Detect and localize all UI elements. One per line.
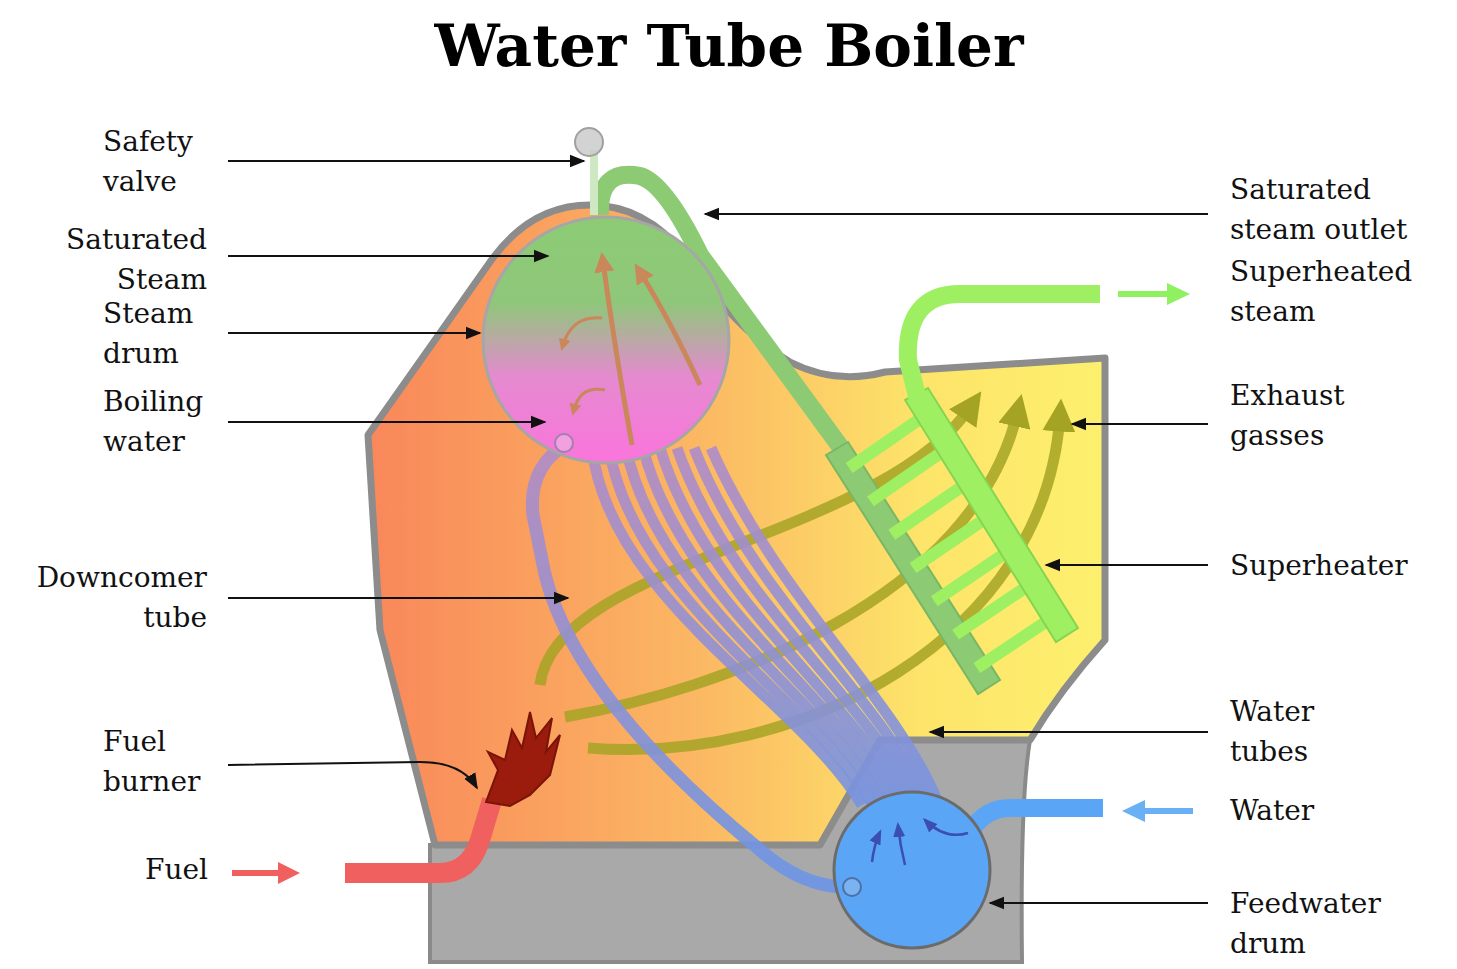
part-label: Exhaust gasses <box>1230 376 1380 456</box>
leader-line <box>228 255 548 257</box>
part-label: Superheater <box>1230 546 1445 586</box>
part-label: Saturated steam outlet <box>1230 170 1445 250</box>
superheated-pipe <box>908 294 1100 400</box>
fuel-arrow-head <box>278 862 300 884</box>
downcomer-inlet <box>555 434 573 452</box>
diagram-title: Water Tube Boiler <box>0 8 1457 84</box>
flow-arrow <box>640 272 700 385</box>
leader-line <box>228 421 545 423</box>
drum-flow <box>872 820 968 865</box>
part-label: Water tubes <box>1230 692 1340 772</box>
flow-arrow <box>603 262 632 445</box>
part-label: Downcomer tube <box>12 558 207 638</box>
drum-flow <box>563 262 700 445</box>
part-label: Fuel burner <box>103 722 221 802</box>
leader-line <box>1046 564 1208 566</box>
downcomer-tube <box>532 445 842 887</box>
leader-line <box>228 597 568 599</box>
superheater-tube <box>977 616 1055 668</box>
flow-arrow <box>925 820 968 835</box>
leader-line <box>990 902 1208 904</box>
superheater-tube <box>892 481 971 535</box>
part-label: Feedwater drum <box>1230 884 1410 964</box>
superheater-header <box>905 388 1078 642</box>
leader-line <box>1072 423 1208 425</box>
part-label: Superheated steam <box>1230 252 1435 332</box>
part-label: Saturated Steam <box>45 220 207 300</box>
water-tube <box>694 448 928 805</box>
steam-arrow-shaft <box>1118 291 1170 297</box>
flow-arrow <box>574 389 605 410</box>
leader-line <box>228 762 477 788</box>
flow-arrow <box>898 825 905 865</box>
flow-arrow <box>872 832 880 862</box>
fuel-pipe <box>345 800 492 873</box>
superheater-tube <box>870 447 949 501</box>
flow-arrow <box>563 318 602 345</box>
part-label: Boiling water <box>103 382 228 462</box>
feedwater-drum <box>834 792 990 948</box>
part-label: Water <box>1230 791 1380 831</box>
leader-line <box>930 731 1208 733</box>
downcomer-outlet <box>843 878 861 896</box>
superheater-tube <box>934 548 1012 601</box>
superheater-tube <box>849 413 928 468</box>
leader-line <box>228 332 480 334</box>
water-arrow-shaft <box>1142 808 1193 814</box>
fuel-arrow-shaft <box>232 870 282 876</box>
water-arrow-head <box>1122 800 1145 822</box>
leader-line <box>228 160 584 162</box>
part-label: Fuel <box>120 850 208 890</box>
leader-lines <box>228 161 1208 903</box>
valve-stem <box>590 150 598 215</box>
part-label: Safety valve <box>103 122 218 202</box>
part-label: Steam drum <box>103 294 218 374</box>
steam-drum <box>483 217 729 463</box>
leader-line <box>705 213 1208 215</box>
steam-arrow-head <box>1167 283 1190 305</box>
superheater-tube <box>913 515 992 569</box>
fuel-burner <box>486 712 560 806</box>
water-tube <box>711 448 939 805</box>
superheater-tube <box>956 582 1034 635</box>
safety-valve <box>575 128 603 156</box>
water-pipe <box>970 808 1103 832</box>
